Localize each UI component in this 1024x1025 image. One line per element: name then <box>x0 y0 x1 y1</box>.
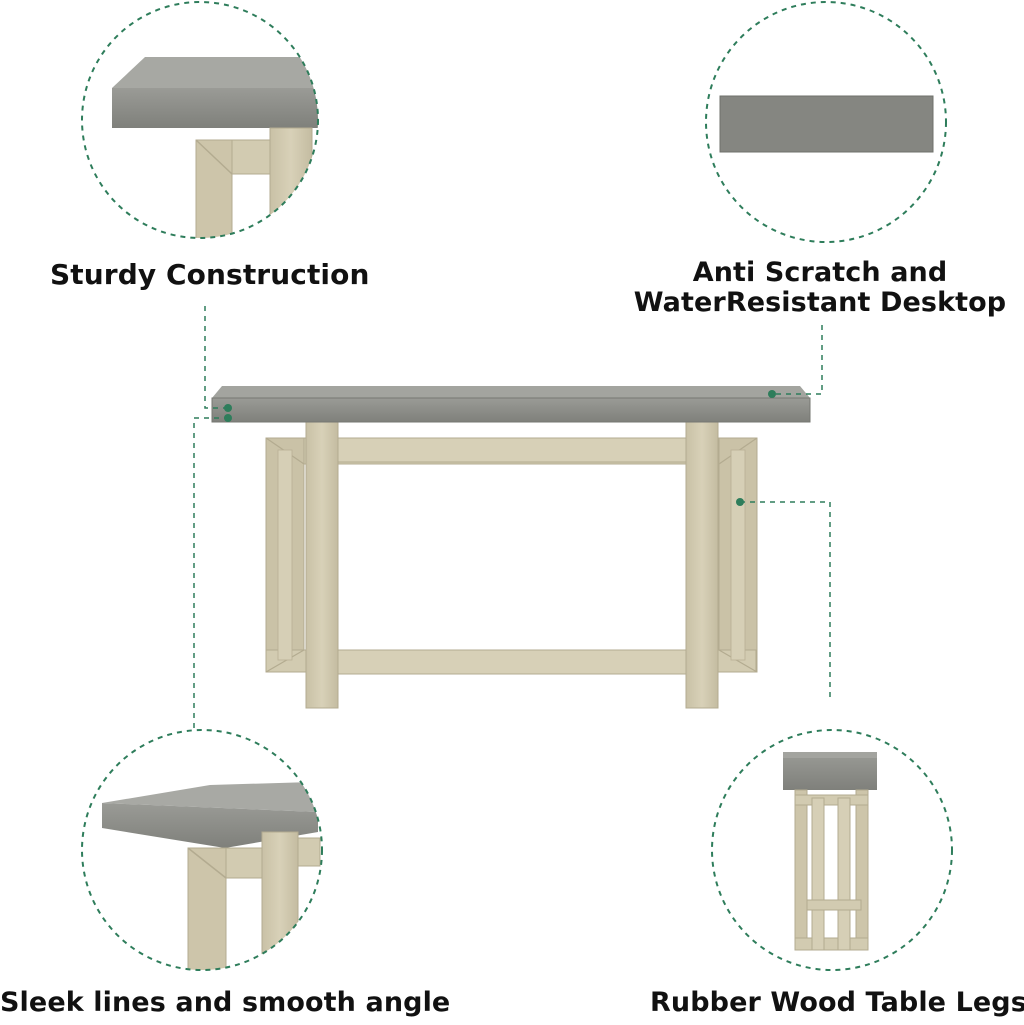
console-table <box>211 386 811 709</box>
caption-sleek-lines: Sleek lines and smooth angle <box>0 987 451 1018</box>
detail-circle-sturdy <box>81 1 319 239</box>
caption-anti-scratch-line1: Anti Scratch and <box>692 257 948 288</box>
caption-anti-scratch: Anti Scratch and WaterResistant Desktop <box>620 258 1020 318</box>
caption-sturdy-construction: Sturdy Construction <box>50 258 370 291</box>
leader-lines <box>193 306 831 728</box>
detail-circle-sleek <box>81 729 323 971</box>
caption-rubber-wood-legs: Rubber Wood Table Legs <box>650 987 1024 1018</box>
detail-circle-legs <box>711 729 953 971</box>
detail-circle-desktop <box>705 1 947 243</box>
leader-dots <box>224 390 776 506</box>
caption-anti-scratch-line2: WaterResistant Desktop <box>633 287 1007 318</box>
